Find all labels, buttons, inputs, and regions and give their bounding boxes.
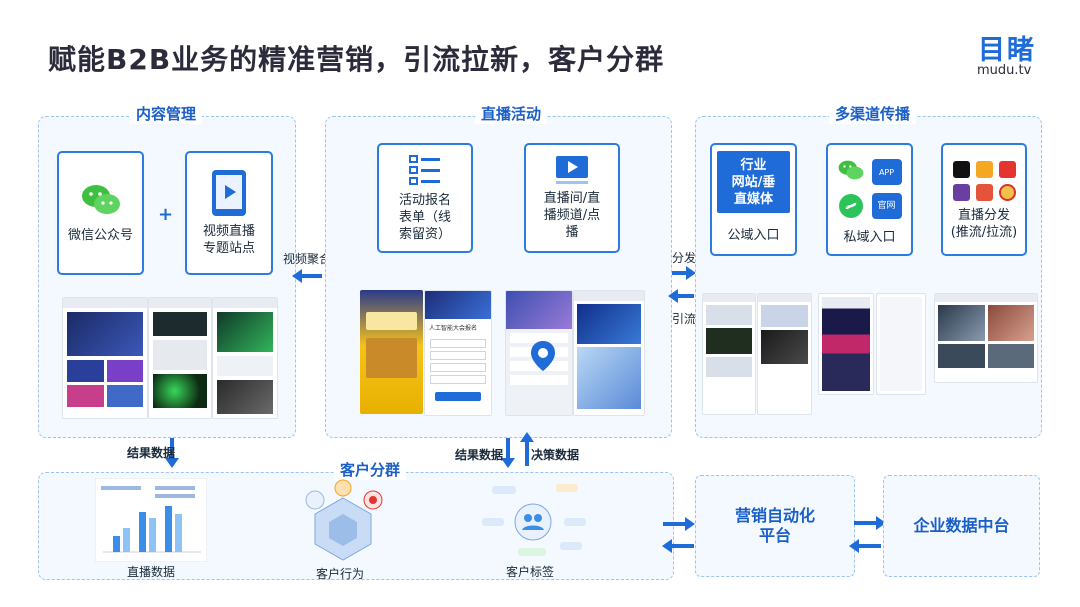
industry-tile-line-2: 网站/垂 <box>731 174 776 190</box>
channel-shot-1 <box>702 293 756 415</box>
result-data-label-left: 结果数据 <box>127 446 176 460</box>
video-player-icon <box>556 156 588 184</box>
content-screenshot-mid <box>148 297 212 419</box>
to-marketing-arrow <box>663 517 695 531</box>
live-room-label-2: 播频道/点 <box>543 208 601 223</box>
distribute-arrow <box>672 266 696 280</box>
live-room-label-1: 直播间/直 <box>543 191 601 206</box>
channel-shot-2 <box>757 293 812 415</box>
video-site-label-1: 视频直播 <box>202 224 255 239</box>
live-data-label: 直播数据 <box>127 565 176 579</box>
plus-sign: + <box>158 204 174 225</box>
decision-data-arrow <box>520 432 534 466</box>
signup-form-label-2: 表单（线 <box>398 210 451 225</box>
customer-behavior-label: 客户行为 <box>316 567 365 581</box>
live-room-shot-2 <box>573 290 645 416</box>
public-entry-label: 公域入口 <box>727 228 780 243</box>
video-site-card: 视频直播 专题站点 <box>185 151 273 275</box>
live-room-card: 直播间/直 播频道/点 播 <box>524 143 620 253</box>
industry-media-tile: 行业 网站/垂 直媒体 <box>717 151 790 213</box>
page-title: 赋能B2B业务的精准营销，引流拉新，客户分群 <box>48 43 665 76</box>
decision-data-label: 决策数据 <box>531 448 580 462</box>
signup-form-label-1: 活动报名 <box>398 193 451 208</box>
attract-label: 引流 <box>672 312 697 326</box>
kuaishou-icon <box>975 161 993 178</box>
channel-shot-3 <box>818 293 874 395</box>
to-cdp-arrow <box>854 516 886 530</box>
signup-form-card: 活动报名 表单（线 索留资） <box>377 143 473 253</box>
live-poster-shot <box>360 290 423 414</box>
content-screenshot-right <box>212 297 278 419</box>
app-label: APP <box>878 167 895 177</box>
marketing-automation-line-2: 平台 <box>758 526 791 545</box>
brand-domain: mudu.tv <box>977 63 1032 78</box>
live-room-shot-1 <box>505 290 573 416</box>
customer-behavior-graphic <box>305 479 383 561</box>
official-site-tile: 官网 <box>871 193 902 219</box>
xigua-icon <box>975 184 993 201</box>
distribution-label-1: 直播分发 <box>957 208 1010 223</box>
video-aggregation-label: 视频聚合 <box>283 252 332 266</box>
wechat-label: 微信公众号 <box>67 227 133 243</box>
result-data-arrow-left <box>165 438 179 468</box>
distribution-label-2: (推流/拉流) <box>950 225 1018 240</box>
signup-form-label-3: 索留资） <box>398 227 451 242</box>
weibo-icon <box>998 184 1016 201</box>
video-aggregation-arrow <box>292 269 322 283</box>
brand-logo: 目睹 <box>978 35 1036 66</box>
official-label: 官网 <box>877 200 896 211</box>
live-activity-title: 直播活动 <box>475 103 548 124</box>
live-room-label-3: 播 <box>565 225 579 240</box>
industry-tile-line-1: 行业 <box>740 157 767 173</box>
result-data-label-live: 结果数据 <box>455 448 504 462</box>
distribute-label: 分发 <box>672 251 697 265</box>
attract-arrow <box>668 289 694 303</box>
from-marketing-arrow <box>662 539 694 553</box>
video-site-label-2: 专题站点 <box>202 241 255 256</box>
enterprise-data-platform-box: 企业数据中台 <box>883 475 1040 577</box>
app-tile: APP <box>871 159 902 185</box>
live-form-shot: 人工智能大会报名 <box>424 290 492 416</box>
channel-shot-4 <box>876 293 926 395</box>
private-entry-card: APP 官网 私域入口 <box>826 143 913 256</box>
location-pin-icon <box>531 341 555 371</box>
multichannel-title: 多渠道传播 <box>829 103 917 124</box>
public-entry-card: 行业 网站/垂 直媒体 公域入口 <box>710 143 797 256</box>
douyin-icon <box>952 161 970 178</box>
bilibili-icon <box>952 184 970 201</box>
wechat-icon <box>81 184 120 214</box>
wechat-icon-small <box>838 160 863 180</box>
enterprise-data-platform-label: 企业数据中台 <box>913 516 1010 535</box>
from-cdp-arrow <box>849 539 881 553</box>
customer-tags-label: 客户标签 <box>506 565 555 579</box>
content-management-title: 内容管理 <box>130 103 203 124</box>
customer-tags-graphic <box>482 484 586 556</box>
content-screenshot-left <box>62 297 148 419</box>
toutiao-icon <box>998 161 1016 178</box>
live-distribution-card: 直播分发 (推流/拉流) <box>941 143 1027 256</box>
channel-shot-5 <box>934 293 1038 383</box>
live-data-bar-chart <box>95 478 207 562</box>
live-form-shot-text: 人工智能大会报名 <box>429 325 478 332</box>
marketing-automation-line-1: 营销自动化 <box>734 506 815 525</box>
industry-tile-line-3: 直媒体 <box>733 191 773 207</box>
wechat-official-card: 微信公众号 <box>57 151 144 275</box>
mobile-video-icon <box>212 170 246 216</box>
result-data-arrow-live <box>501 438 515 468</box>
customer-segment-title: 客户分群 <box>334 459 407 480</box>
list-form-icon <box>409 155 440 185</box>
mini-program-icon <box>838 194 863 218</box>
private-entry-label: 私域入口 <box>843 230 896 245</box>
marketing-automation-box: 营销自动化 平台 <box>695 475 855 577</box>
